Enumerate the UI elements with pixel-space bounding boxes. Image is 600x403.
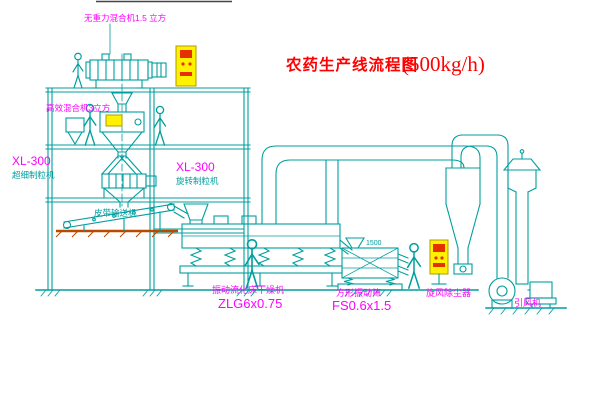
exhaust-duct bbox=[261, 145, 481, 225]
worker-figure bbox=[72, 52, 84, 89]
cyclone-separator bbox=[445, 167, 481, 275]
label-granulator-left-model: XL-300 bbox=[12, 154, 51, 168]
cyclone-outlet-duct bbox=[451, 134, 509, 279]
label-sieve-model: FS0.6x1.5 bbox=[332, 298, 391, 313]
rotary-granulator bbox=[101, 173, 157, 208]
vibrating-sieve bbox=[337, 237, 409, 291]
label-granulator-right-model: XL-300 bbox=[176, 160, 215, 174]
label-granulator-right-name: 旋转制粒机 bbox=[176, 176, 219, 186]
control-panel-2 bbox=[429, 239, 449, 285]
control-panel-1 bbox=[175, 45, 197, 89]
feed-hopper bbox=[65, 117, 85, 146]
gravity-free-mixer bbox=[85, 23, 167, 113]
label-floor-mixer: 高效混合机3立方 bbox=[46, 103, 110, 113]
label-cyclone: 旋风除尘器 bbox=[426, 287, 471, 298]
worker-figure bbox=[153, 105, 167, 146]
worker-figure bbox=[244, 238, 260, 289]
belt-conveyor bbox=[62, 202, 189, 232]
drawing-title: 农药生产线流程图 bbox=[285, 55, 418, 74]
fluid-bed-dryer bbox=[179, 203, 353, 287]
label-sieve-name: 方形振动筛 bbox=[336, 287, 381, 298]
label-granulator-left-name: 超细制粒机 bbox=[12, 170, 55, 180]
drawing-title-capacity: (500kg/h) bbox=[402, 52, 485, 76]
label-top-mixer: 无重力混合机1.5 立方 bbox=[84, 13, 166, 23]
ground-line bbox=[35, 289, 479, 297]
label-dryer-name: 振动流化床干燥机 bbox=[212, 284, 284, 295]
label-fan: 引风机 bbox=[514, 297, 541, 308]
conveyor-floor bbox=[55, 229, 178, 238]
label-sieve-dimension: 1500 bbox=[366, 240, 382, 247]
label-belt-conveyor: 皮带输送机 bbox=[94, 208, 137, 218]
building-frame bbox=[45, 87, 251, 291]
label-dryer-model: ZLG6x0.75 bbox=[218, 296, 282, 311]
induced-draft-fan bbox=[485, 277, 567, 315]
worker-figure bbox=[406, 242, 422, 289]
exhaust-stack bbox=[502, 149, 542, 285]
